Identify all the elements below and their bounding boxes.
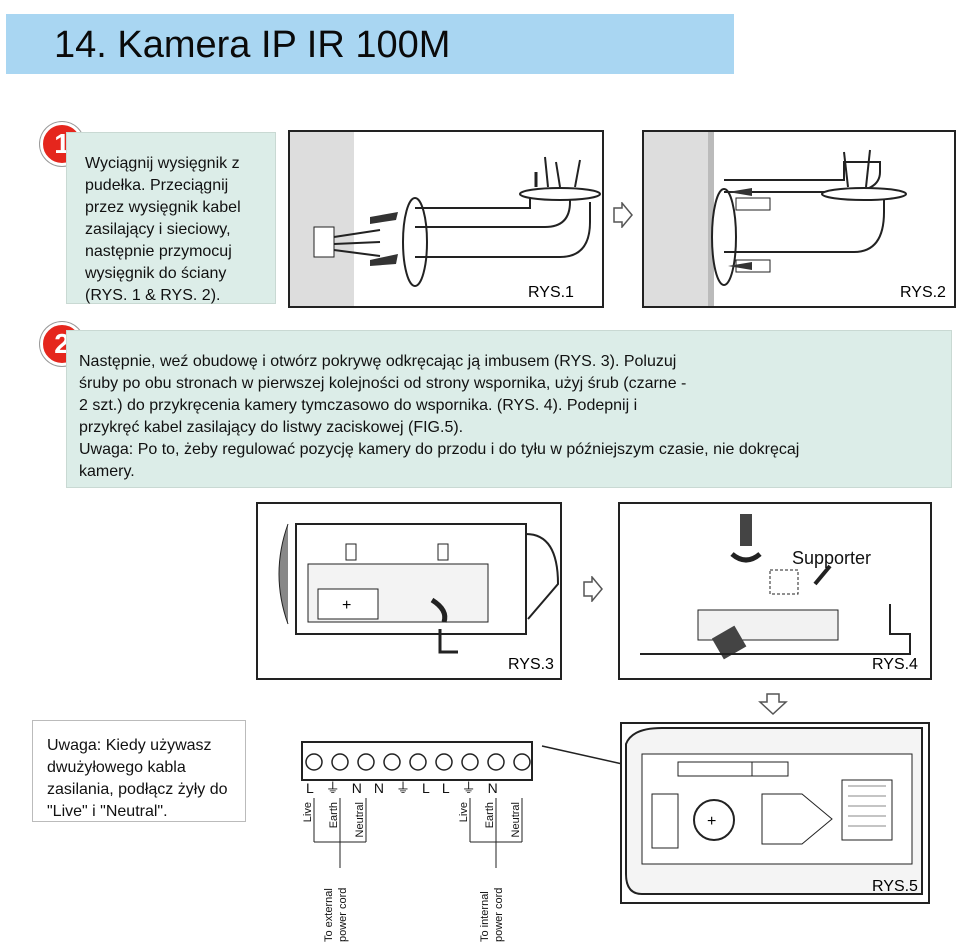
group1-neutral: Neutral [354,802,366,838]
title-bar: 14. Kamera IP IR 100M [6,14,734,74]
rys5-drawing: + [625,727,923,895]
rys1-drawing [290,132,601,306]
figure-rys3: + RYS.3 [256,502,562,680]
step-1-box: Wyciągnij wysięgnik z pudełka. Przeciągn… [66,132,276,304]
group2-earth: Earth [484,802,496,829]
supporter-label: Supporter [792,548,872,568]
rys3-drawing: + [278,523,560,654]
step-2-line-2: śruby po obu stronach w pierwszej kolejn… [79,375,687,392]
figure-rys2: RYS.2 [642,130,956,308]
rys4-drawing [640,514,911,660]
cord1-line1: To external [323,888,335,942]
rys4-label: RYS.4 [872,656,918,673]
svg-text:+: + [707,813,716,830]
terminal-label-5: ⏚ [396,780,423,796]
figure-rys1: RYS.1 [288,130,604,308]
rys2-label: RYS.2 [900,284,946,301]
group1-live: Live [302,802,314,823]
terminal-labels: L⏚NN⏚LL⏚N [306,778,510,798]
terminal-label-1: L [306,780,326,796]
group2-live: Live [458,802,470,823]
rys5-label: RYS.5 [872,878,918,895]
note-line-1: Uwaga: Kiedy używasz [47,737,212,754]
terminal-drawing [301,741,533,868]
cord2-line1: To internal [479,891,491,942]
step-2-line-5: Uwaga: Po to, żeby regulować pozycję kam… [79,441,800,458]
cord2-line2: power cord [493,887,505,942]
step-2-line-3: 2 szt.) do przykręcenia kamery tymczasow… [79,397,638,414]
figure-rys4: Supporter RYS.4 [618,502,932,680]
group1-earth: Earth [328,802,340,829]
step-1-number: 1 [54,128,70,159]
note-box: Uwaga: Kiedy używasz dwużyłowego kabla z… [32,720,246,822]
step-1-text: Wyciągnij wysięgnik z pudełka. Przeciągn… [85,155,241,304]
step-2-box: Następnie, weź obudowę i otwórz pokrywę … [66,330,952,488]
group2-neutral: Neutral [510,802,522,838]
note-line-4: "Live" i "Neutral". [47,803,168,820]
terminal-label-3: N [351,780,374,796]
figure-rys5: + RYS.5 [620,722,930,904]
terminal-label-4: N [373,780,397,796]
terminal-diagram: L⏚NN⏚LL⏚N Live Earth Neutral Live Earth … [292,738,540,946]
step-2-line-6: kamery. [79,463,135,480]
step-2-number: 2 [54,328,70,359]
step-2-line-4: przykręć kabel zasilający do listwy zaci… [79,419,464,436]
terminal-label-6: L [422,780,442,796]
step-2-line-1: Następnie, weź obudowę i otwórz pokrywę … [79,353,677,370]
rys3-label: RYS.3 [508,656,554,673]
svg-text:+: + [342,597,351,614]
arrow-right-icon [613,202,633,228]
note-line-3: zasilania, podłącz żyły do [47,781,228,798]
rys1-label: RYS.1 [528,284,574,301]
arrow-down-icon [758,693,788,716]
arrow-right-icon-2 [583,576,603,602]
terminal-label-8: ⏚ [461,780,488,796]
cord1-line2: power cord [337,887,349,942]
terminal-label-7: L [441,780,462,796]
rys2-drawing [644,132,907,306]
note-line-2: dwużyłowego kabla [47,759,186,776]
terminal-label-2: ⏚ [325,780,352,796]
terminal-label-9: N [487,780,510,796]
page-title: 14. Kamera IP IR 100M [54,24,451,66]
